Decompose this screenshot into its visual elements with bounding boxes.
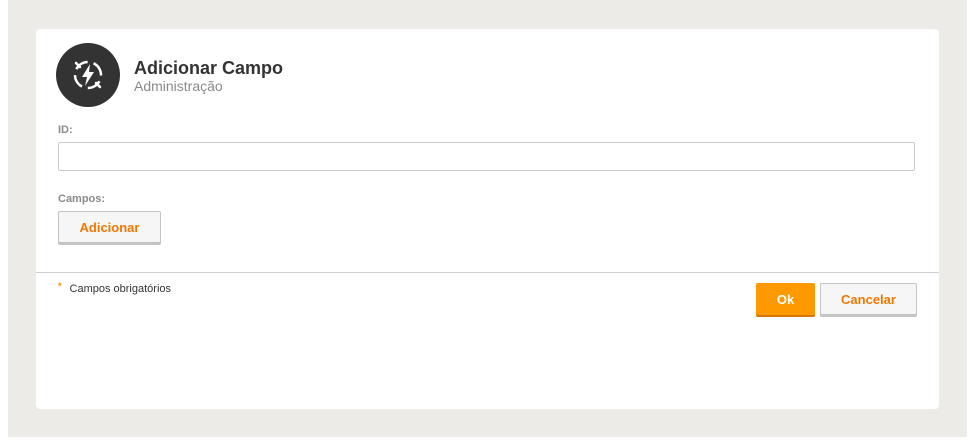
add-field-button[interactable]: Adicionar: [58, 211, 161, 243]
cancel-button[interactable]: Cancelar: [820, 283, 917, 315]
page-subtitle: Administração: [134, 78, 223, 94]
required-marker: *: [58, 281, 62, 291]
lightning-bolt-icon: [56, 43, 120, 107]
required-fields-note: * Campos obrigatórios: [58, 281, 172, 295]
divider: [36, 272, 939, 273]
page-title: Adicionar Campo: [134, 58, 284, 78]
ok-button[interactable]: Ok: [756, 283, 815, 315]
id-label: ID:: [58, 124, 73, 136]
page-background: Adicionar Campo Administração ID: Campos…: [8, 0, 967, 437]
lightning-bolt-icon-svg: [73, 60, 103, 90]
id-input[interactable]: [58, 142, 915, 171]
required-fields-text: Campos obrigatórios: [69, 283, 172, 295]
dialog-panel: Adicionar Campo Administração ID: Campos…: [36, 29, 939, 409]
campos-label: Campos:: [58, 193, 106, 205]
